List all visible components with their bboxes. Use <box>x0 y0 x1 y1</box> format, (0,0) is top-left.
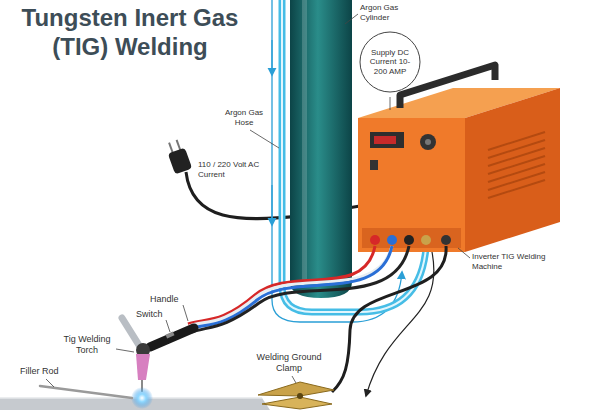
torch-nozzle <box>136 354 150 380</box>
knob-center <box>425 139 431 145</box>
part-label: 110 / 220 Volt AC Current <box>198 160 266 179</box>
part-label: Handle <box>150 294 190 305</box>
terminal <box>441 235 451 245</box>
ground-clamp <box>258 382 334 396</box>
leader-lines <box>46 14 470 387</box>
machine-front <box>358 118 465 252</box>
current-arrow <box>366 252 434 396</box>
terminal <box>404 235 414 245</box>
clamp-pivot <box>297 393 303 399</box>
power-plug <box>164 138 192 174</box>
display-digits <box>374 136 396 144</box>
ground-cable <box>332 246 446 392</box>
power-switch <box>370 160 378 170</box>
ground-clamp <box>262 397 332 409</box>
part-label: Argon Gas Cylinder <box>360 3 412 22</box>
cylinder-highlight <box>302 0 307 280</box>
node-text: Supply DC Current 10-200 AMP <box>367 48 413 76</box>
torch-handle <box>150 328 194 347</box>
terminal <box>387 235 397 245</box>
terminal <box>370 235 380 245</box>
torch-cable <box>192 246 409 332</box>
part-label: Tig Welding Torch <box>60 334 114 356</box>
machine-knob <box>420 134 436 150</box>
flow-arrow <box>271 40 272 75</box>
filler-rod <box>40 386 132 398</box>
info-circle: Supply DC Current 10-200 AMP <box>359 31 421 93</box>
torch-switch <box>166 332 175 339</box>
circle-shape <box>360 32 420 92</box>
part-label: Argon Gas Hose <box>222 108 266 127</box>
flow-arrow <box>271 185 272 225</box>
part-label: Filler Rod <box>20 366 70 377</box>
front-panel <box>362 228 461 248</box>
gas-port <box>421 235 431 245</box>
machine-vents <box>488 132 545 198</box>
machine-side <box>465 88 560 252</box>
part-label: Inverter TIG Welding Machine <box>472 252 552 271</box>
machine-display <box>370 132 404 148</box>
title: Tungsten Inert Gas (TIG) Welding <box>5 4 255 62</box>
arc-glow <box>131 387 153 409</box>
part-label: Welding Ground Clamp <box>256 352 322 374</box>
gas-cylinder <box>290 0 352 298</box>
part-label: Switch <box>136 309 172 320</box>
